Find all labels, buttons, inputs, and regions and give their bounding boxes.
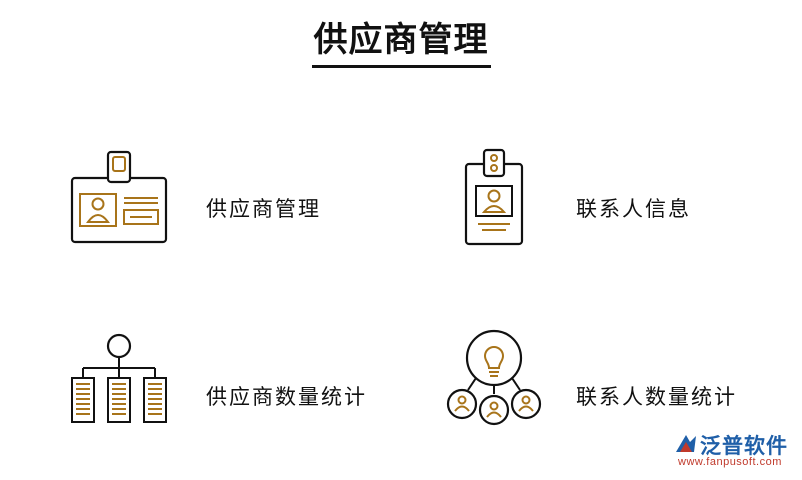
id-badge-icon — [70, 150, 168, 244]
logo-url: www.fanpusoft.com — [678, 456, 782, 468]
item-label-supplier-count: 供应商数量统计 — [206, 385, 367, 409]
idea-network-icon — [446, 329, 542, 426]
vertical-badge-icon — [464, 148, 524, 246]
page-title-text: 供应商管理 — [311, 12, 491, 68]
logo-name: 泛普软件 — [700, 434, 788, 458]
item-label-contact-count: 联系人数量统计 — [576, 385, 737, 409]
brand-logo: 泛普软件 www.fanpusoft.com — [672, 430, 798, 474]
hierarchy-documents-icon — [71, 333, 167, 423]
logo-mark-icon — [676, 435, 696, 452]
item-label-contact-info: 联系人信息 — [576, 197, 691, 221]
item-label-supplier-management: 供应商管理 — [206, 197, 321, 221]
page-title: 供应商管理 — [0, 12, 802, 68]
